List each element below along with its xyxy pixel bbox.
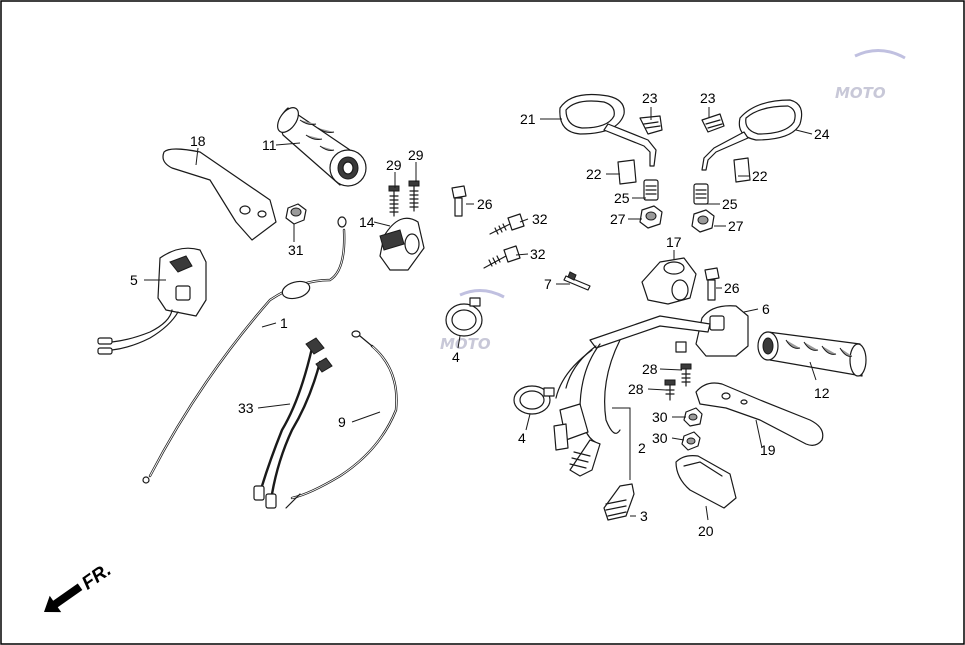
callout-2: 2 (638, 440, 646, 456)
callout-32-a: 32 (532, 211, 548, 227)
callout-6: 6 (762, 301, 770, 317)
mirror-cap-right (701, 113, 725, 133)
left-handlebar-switch (97, 247, 207, 355)
callout-29-a: 29 (386, 157, 402, 173)
callout-21: 21 (520, 111, 536, 127)
callout-25-a: 25 (614, 190, 630, 206)
mirror-cover-left (617, 159, 637, 185)
right-switch-harness (553, 305, 749, 451)
harness-boot (569, 439, 601, 477)
mirror-cap-left (639, 115, 663, 135)
callout-28-a: 28 (642, 361, 658, 377)
throttle-housing (379, 217, 425, 271)
nut-part-31 (285, 203, 307, 225)
callout-33: 33 (238, 400, 254, 416)
brake-switch-wire (253, 337, 333, 509)
lever-guard (675, 455, 737, 509)
leader-lines (144, 107, 817, 521)
bolt-part-26-a (451, 185, 467, 217)
nut-part-27-right (691, 209, 715, 233)
watermark-text-2: MOTO (440, 335, 491, 353)
callout-17: 17 (666, 234, 682, 250)
callout-30-b: 30 (652, 430, 668, 446)
callout-31: 31 (288, 242, 304, 258)
callout-30-a: 30 (652, 409, 668, 425)
callout-20-visible: 20 (698, 523, 714, 539)
clutch-cable (142, 216, 347, 484)
switch-pin-part-7 (563, 271, 591, 291)
front-direction-indicator: FR. (44, 560, 115, 613)
callout-12: 12 (814, 385, 830, 401)
bolt-part-32-a (489, 213, 525, 235)
callout-22-a: 22 (586, 166, 602, 182)
bolt-part-26-b (704, 267, 720, 301)
right-handle-grip (757, 331, 867, 377)
callout-9: 9 (338, 414, 346, 430)
callout-26-b: 26 (724, 280, 740, 296)
callout-14: 14 (359, 214, 375, 230)
callout-19: 19 (760, 442, 776, 458)
watermark-logo: MOTO (835, 49, 906, 102)
callout-25-b: 25 (722, 196, 738, 212)
brake-lever (695, 382, 824, 446)
callout-11: 11 (262, 137, 277, 153)
callout-4-b: 4 (518, 430, 526, 446)
mirror-cover-right (733, 157, 751, 183)
nut-part-30-b (681, 431, 701, 451)
callout-27-a: 27 (610, 211, 626, 227)
callout-28-b: 28 (628, 381, 644, 397)
cable-boot (603, 483, 635, 521)
left-mirror (559, 93, 657, 167)
callout-26-a: 26 (477, 196, 493, 212)
throttle-cable (285, 330, 398, 509)
adapter-bolt-right (693, 183, 709, 205)
cable-clamp-lower (513, 385, 555, 415)
adapter-bolt-left (643, 179, 659, 201)
watermark-text: MOTO (835, 84, 886, 102)
left-handle-grip (277, 107, 367, 187)
bolt-part-32-b (483, 245, 521, 269)
nut-part-30-a (683, 407, 703, 427)
callout-32-b: 32 (530, 246, 546, 262)
callout-5: 5 (130, 272, 138, 288)
right-mirror (701, 99, 803, 171)
screw-part-28-b (664, 379, 676, 401)
screw-part-29-a (388, 185, 400, 217)
callout-23-a: 23 (642, 90, 658, 106)
callout-4-a: 4 (452, 349, 460, 365)
callout-1: 1 (280, 315, 288, 331)
callout-18: 18 (190, 133, 206, 149)
screw-part-28-a (680, 363, 692, 387)
callout-labels: 11 18 5 31 29 29 14 26 32 32 7 4 1 33 9 … (130, 90, 830, 539)
screw-part-29-b (408, 180, 420, 212)
watermark-logo-2: MOTO (440, 289, 505, 353)
callout-24: 24 (814, 126, 830, 142)
callout-27-b: 27 (728, 218, 744, 234)
cable-clamp-upper (445, 297, 483, 337)
nut-part-27-left (639, 205, 663, 229)
callout-23-b: 23 (700, 90, 716, 106)
brake-master-cylinder (641, 257, 697, 305)
clutch-lever (162, 148, 277, 241)
front-label: FR. (78, 560, 115, 595)
callout-3: 3 (640, 508, 648, 524)
callout-29-b: 29 (408, 147, 424, 163)
callout-7: 7 (544, 276, 552, 292)
callout-22-b: 22 (752, 168, 768, 184)
